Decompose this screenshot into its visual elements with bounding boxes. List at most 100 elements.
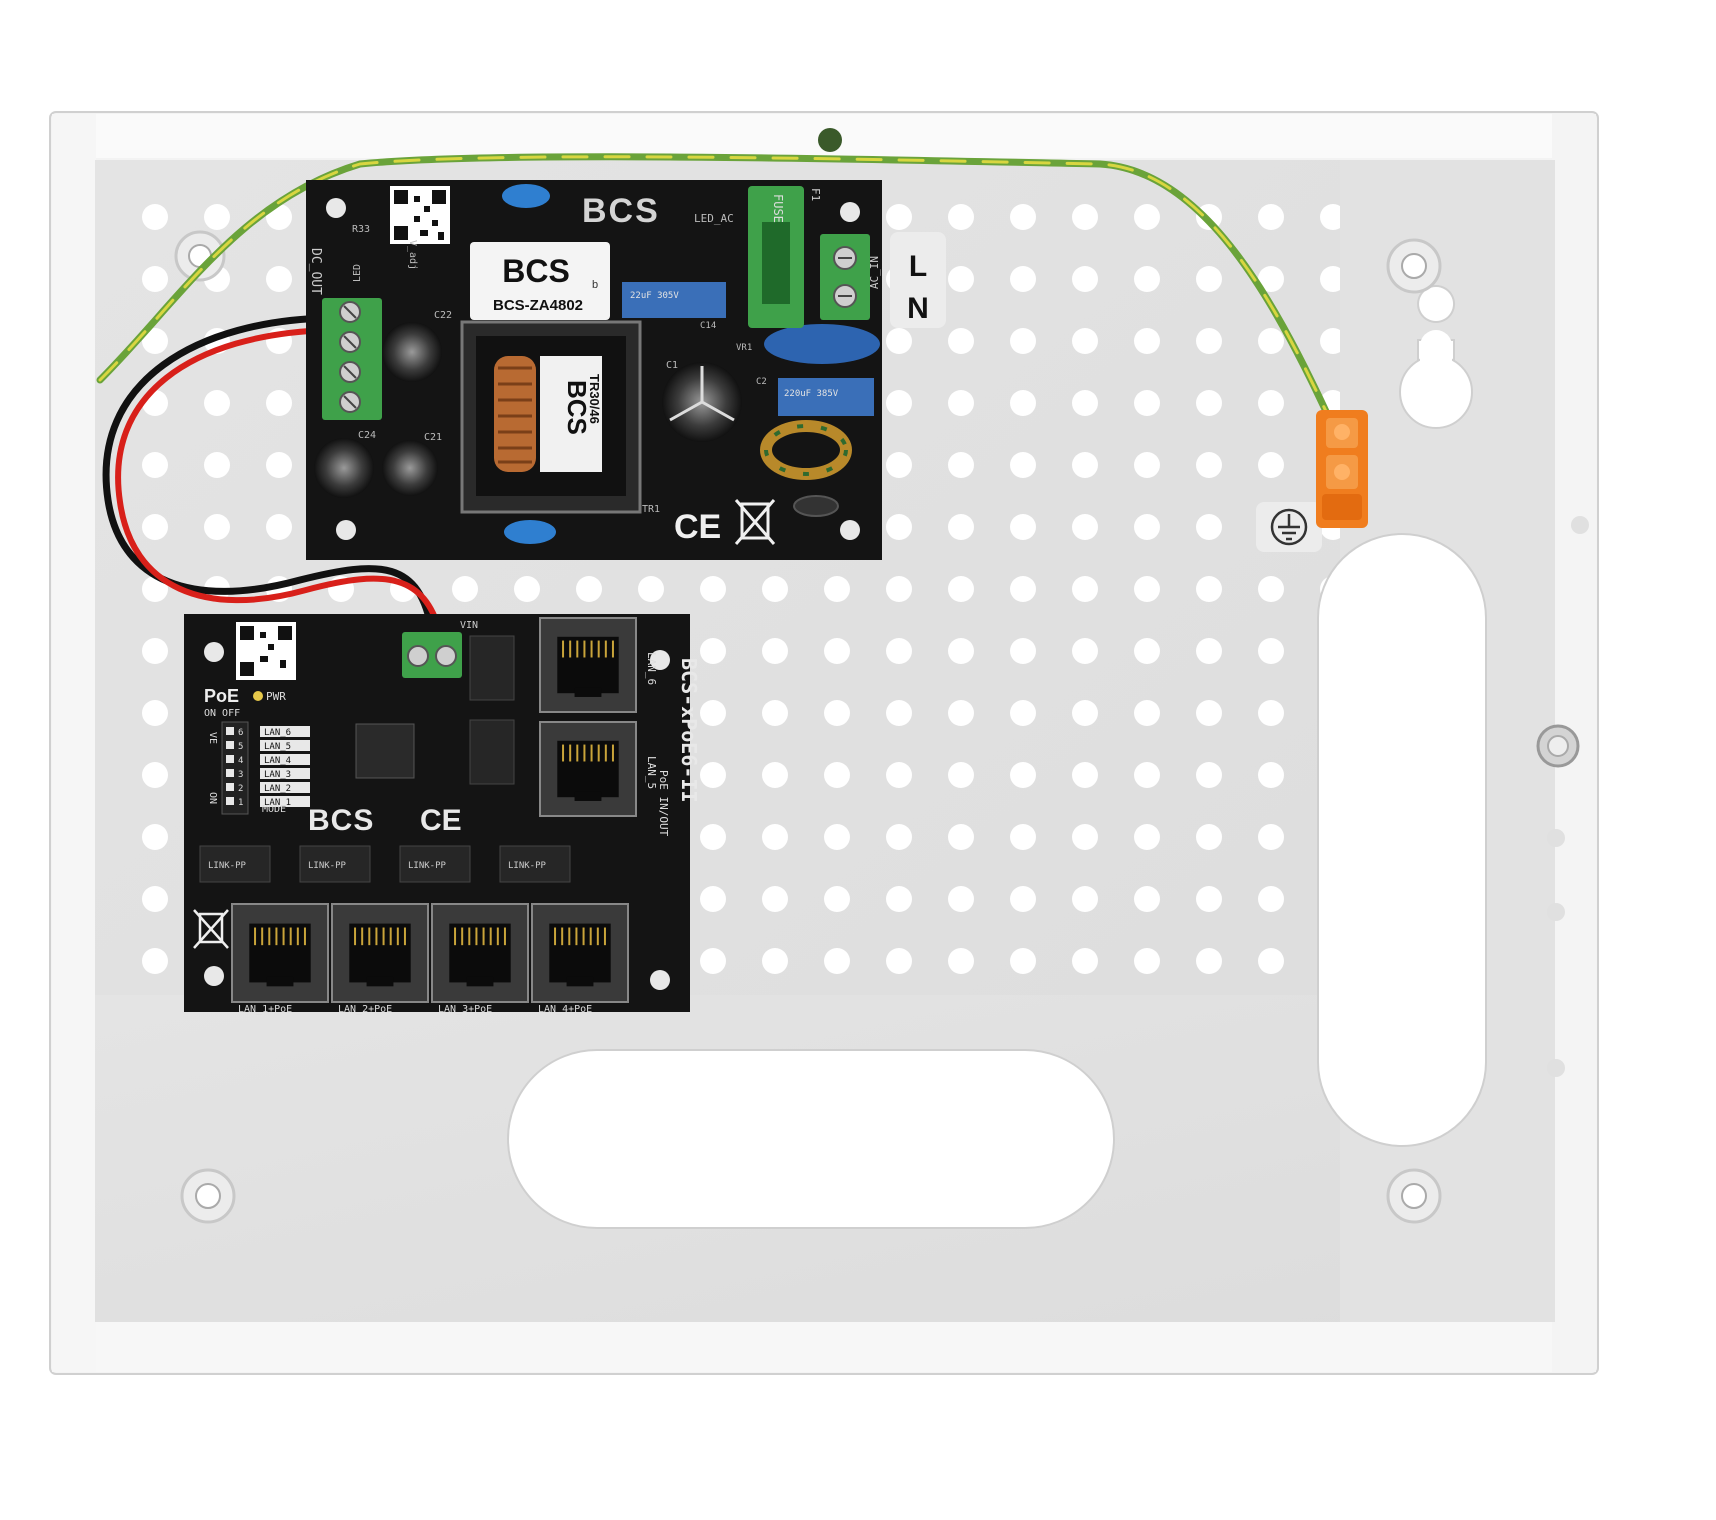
wires: [96, 153, 1334, 636]
lan-list-label-bg: [260, 726, 310, 737]
transformer-brand: BCS: [562, 380, 592, 435]
dip-number: 1: [238, 798, 243, 808]
dip-switch[interactable]: [221, 721, 249, 815]
qr-code: [236, 622, 296, 680]
lan-list-label-bg: [260, 754, 310, 765]
ac-in-terminal-block: AC_IN: [820, 234, 881, 320]
psu-vadj-label: V_adj: [407, 240, 418, 270]
large-electrolytic-capacitor: C1: [662, 360, 742, 442]
psu-c22-label: C22: [434, 310, 452, 321]
dc-wire-red: [115, 327, 443, 635]
psu-r33-label: R33: [352, 224, 370, 235]
psu-c14-label: C14: [700, 321, 716, 331]
label-n: N: [907, 292, 929, 325]
film-capacitor-text: 220uF 385V: [784, 389, 839, 399]
magnetics-chip-label: LINK-PP: [208, 861, 247, 871]
fuse-f1-label: F1: [809, 188, 822, 201]
poe-brand-logo: BCS: [308, 804, 374, 837]
blue-capacitor: [504, 520, 556, 544]
poe-ce-mark: CE: [420, 804, 462, 837]
dip-switch-lever[interactable]: [226, 755, 234, 763]
psu-tr1-label: TR1: [642, 504, 660, 515]
rj45-port[interactable]: [539, 721, 637, 817]
rj45-port[interactable]: [539, 617, 637, 713]
poe-on-off-label: ON OFF: [204, 708, 240, 719]
film-capacitor: [778, 378, 874, 416]
dip-switch-lever[interactable]: [226, 769, 234, 777]
rj45-port[interactable]: [531, 903, 629, 1003]
psu-board: BCS LED_AC BCS b BCS-ZA4802 DC_OUT R33 L…: [306, 180, 882, 560]
dip-switch-lever[interactable]: [226, 783, 234, 791]
psu-c2-label: C2: [756, 377, 767, 387]
bottom-port-label: LAN_3+PoE: [438, 1004, 492, 1015]
psu-dc-out-label: DC_OUT: [308, 248, 323, 295]
poe-on-label: ON: [207, 792, 218, 804]
lan-list-label-bg: [260, 782, 310, 793]
lan-list-label: LAN_2: [264, 784, 291, 794]
psu-model-text: BCS-ZA4802: [493, 297, 583, 314]
lan-list-label-bg: [260, 740, 310, 751]
psu-led-ac-label: LED_AC: [694, 212, 734, 225]
dip-number: 2: [238, 784, 243, 794]
blue-capacitor: [502, 184, 550, 208]
pwr-led: [253, 691, 263, 701]
mounting-hole: [180, 1168, 236, 1224]
weee-bin-icon: [734, 499, 776, 545]
poe-label: PoE: [204, 686, 239, 706]
lan-list-label-bg: [260, 768, 310, 779]
transformer: BCS TR30/46 TR1: [460, 320, 660, 515]
bottom-port-label: LAN_4+PoE: [538, 1004, 592, 1015]
psu-c21-label: C21: [424, 432, 442, 443]
magnetics-chip: [299, 845, 371, 883]
psu-c24-label: C24: [358, 430, 376, 441]
psu-model-sticker: [470, 242, 610, 320]
psu-vr1-label: VR1: [736, 343, 752, 353]
mode-label: MODE: [262, 804, 286, 815]
dc-out-terminal-block: [322, 298, 382, 420]
thermistor: [793, 495, 839, 517]
rj45-port[interactable]: [431, 903, 529, 1003]
electrolytic-capacitor: C22: [382, 310, 452, 382]
poe-model-text: BCS-xPoE6-II: [677, 658, 701, 803]
fuse-label: FUSE: [771, 194, 785, 223]
magnetics-chip: [399, 845, 471, 883]
magnetics-chip: [469, 719, 515, 785]
label-l: L: [909, 250, 927, 283]
magnetics-chip: [469, 635, 515, 701]
poe-vin-label: VIN: [460, 620, 478, 631]
lan-list-label: LAN_3: [264, 770, 291, 780]
psu-ce-mark: CE: [674, 508, 721, 546]
dip-switch-lever[interactable]: [226, 797, 234, 805]
side-port-label: LAN_5: [645, 756, 658, 789]
psu-sticker-brand: BCS: [502, 253, 570, 289]
magnetics-chip: [499, 845, 571, 883]
bottom-port-label: LAN_2+PoE: [338, 1004, 392, 1015]
poe-ve-label: VE: [207, 732, 218, 744]
lan-list-label: LAN_4: [264, 756, 291, 766]
earth-connector: [1316, 410, 1368, 528]
pwr-label: PWR: [266, 690, 286, 703]
psu-sticker-sub: b: [592, 279, 598, 291]
vin-terminal-block: VIN: [402, 620, 478, 678]
mounting-hole: [1386, 1168, 1442, 1224]
rj45-port[interactable]: [231, 903, 329, 1003]
dip-number: 5: [238, 742, 243, 752]
transformer-model: TR30/46: [587, 374, 602, 424]
dip-switch-lever[interactable]: [226, 727, 234, 735]
lan-list-label-bg: [260, 796, 310, 807]
rj45-port[interactable]: [331, 903, 429, 1003]
magnetics-chip-label: LINK-PP: [408, 861, 447, 871]
weee-bin-icon: [193, 909, 229, 949]
psu-brand-logo: BCS: [582, 192, 660, 230]
psu-led-label: LED: [352, 264, 363, 282]
qr-code: [390, 186, 450, 244]
dip-number: 3: [238, 770, 243, 780]
side-port-label: LAN_6: [645, 652, 658, 685]
mounting-hole: [1386, 238, 1442, 294]
cable-slot-vertical: [1317, 533, 1487, 1147]
bottom-port-label: LAN_1+PoE: [238, 1004, 292, 1015]
dip-switch-lever[interactable]: [226, 741, 234, 749]
fuse-holder: FUSE F1: [748, 186, 822, 328]
